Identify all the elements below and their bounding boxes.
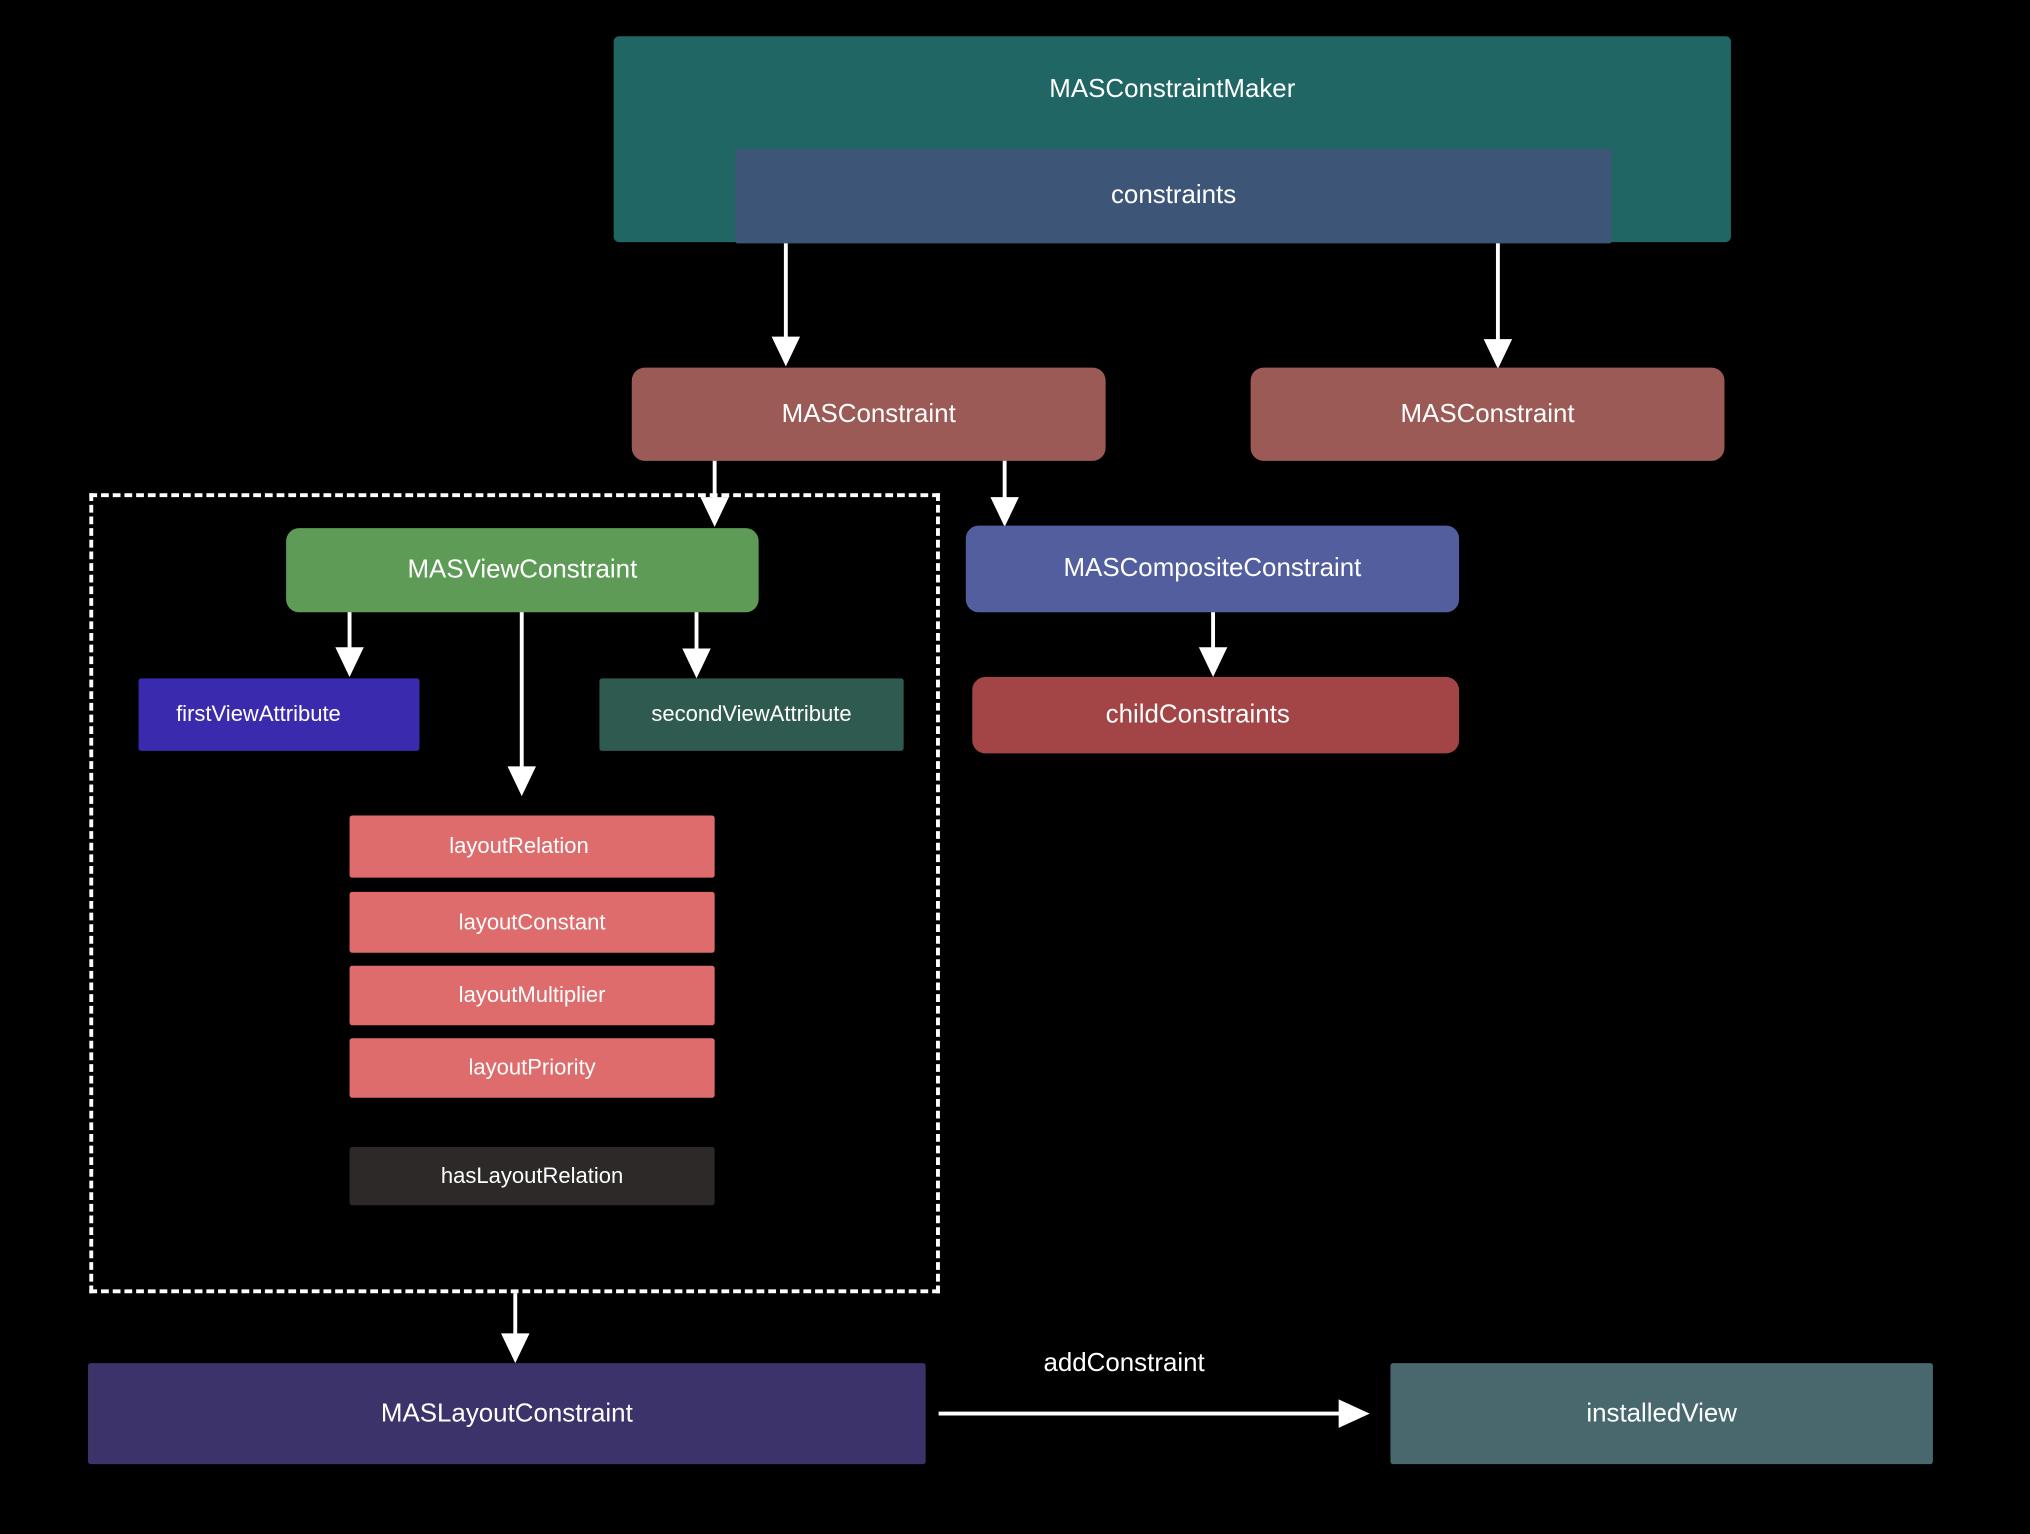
arrowhead [682, 648, 711, 679]
arrowhead [700, 497, 729, 527]
has-layout-relation-node: hasLayoutRelation [349, 1146, 715, 1206]
arrowhead [990, 497, 1019, 527]
mas-constraint-node: MASConstraint [631, 367, 1106, 461]
mas-layout-constraint-node: MASLayoutConstraint [88, 1363, 926, 1465]
arrowhead [1338, 1399, 1370, 1428]
view-constraint-group-frame [89, 493, 940, 1294]
layout-priority-node: layoutPriority [349, 1038, 715, 1098]
mas-constraint-node: MASConstraint [1250, 367, 1725, 461]
arrowhead [335, 647, 364, 678]
arrowhead [1198, 647, 1228, 678]
second-view-attribute-node: secondViewAttribute [599, 678, 904, 751]
child-constraints-node: childConstraints [972, 677, 1460, 754]
arrowhead [771, 336, 801, 367]
arrowhead [1483, 339, 1513, 369]
mas-constraint-maker-label: MASConstraintMaker [1049, 75, 1296, 104]
layout-constant-node: layoutConstant [349, 891, 715, 953]
arrowhead [501, 1333, 530, 1364]
layout-relation-node: layoutRelation [349, 815, 715, 878]
mas-view-constraint-node: MASViewConstraint [286, 528, 759, 613]
layout-multiplier-node: layoutMultiplier [349, 965, 715, 1026]
add-constraint-edge-label: addConstraint [1043, 1348, 1205, 1378]
constraints-node: constraints [735, 148, 1612, 244]
mas-composite-constraint-node: MASCompositeConstraint [965, 525, 1460, 613]
first-view-attribute-node: firstViewAttribute [138, 678, 420, 751]
installed-view-node: installedView [1390, 1363, 1933, 1465]
arrowhead [507, 766, 536, 797]
